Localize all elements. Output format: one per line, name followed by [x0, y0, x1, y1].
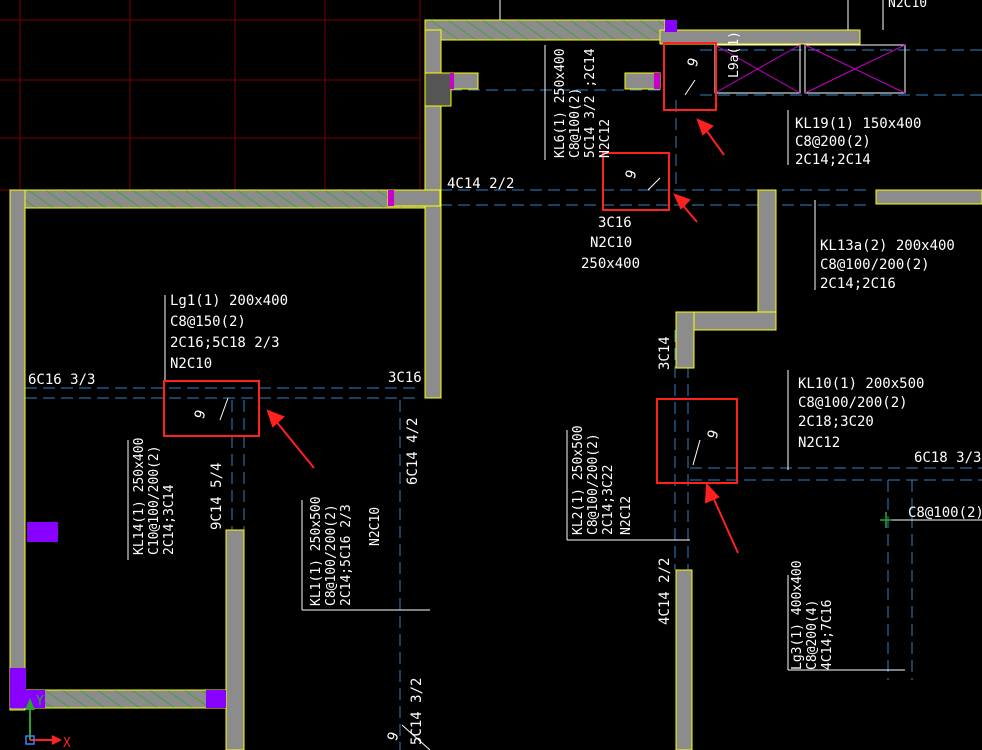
kl6-line-4: N2C12: [598, 119, 613, 158]
lg3-line-2: C8@200(4): [805, 600, 820, 670]
kl2-line-3: 2C14;3C22: [601, 465, 616, 535]
kl10-annotation: KL10(1) 200x500 C8@100/200(2) 2C18;3C20 …: [798, 376, 924, 451]
kl10-line-1: KL10(1) 200x500: [798, 376, 924, 392]
kl19-top-right-label: N2C10: [888, 0, 927, 11]
lg1-line-1: Lg1(1) 200x400: [170, 293, 288, 309]
beam-5c14-label: 5C14 3/2: [409, 678, 425, 745]
kl13a-line-1: KL13a(2) 200x400: [820, 238, 955, 254]
lg1-line-2: C8@150(2): [170, 314, 246, 330]
kl19-annotation: KL19(1) 150x400 C8@200(2) 2C14;2C14: [795, 116, 921, 168]
beam-3c16-mid-label: 3C16: [388, 370, 422, 386]
kl10-line-2: C8@100/200(2): [798, 395, 908, 411]
kl6-line-2: C8@100(2): [568, 88, 583, 158]
annotation-boxes: [163, 42, 738, 484]
kl13a-line-2: C8@100/200(2): [820, 257, 930, 273]
annotation-arrows: [266, 118, 739, 554]
beam-4c14-lower-label: 4C14 2/2: [657, 558, 673, 625]
beam-9c14-label: 9C14 5/4: [209, 463, 225, 530]
beam-6c16-label: 6C16 3/3: [28, 372, 95, 388]
kl1-annotation: KL1(1) 250x500 C8@100/200(2) 2C14;5C16 2…: [309, 496, 383, 606]
kl13a-annotation: KL13a(2) 200x400 C8@100/200(2) 2C14;2C16: [820, 238, 955, 292]
lg1-annotation: Lg1(1) 200x400 C8@150(2) 2C16;5C18 2/3 N…: [170, 293, 288, 372]
beam-mid-labels: 3C16 N2C10 250x400: [581, 215, 640, 272]
kl1-line-3: 2C14;5C16 2/3: [339, 504, 354, 606]
opening-x-marks: [714, 44, 906, 94]
kl2-line-4: N2C12: [619, 496, 634, 535]
kl1-line-2: C8@100/200(2): [324, 504, 339, 606]
kl14-annotation: KL14(1) 250x400 C10@100/200(2) 2C14;3C14: [132, 438, 177, 555]
beam-6c14-label: 6C14 4/2: [405, 418, 421, 485]
beam-250x400-label: 250x400: [581, 256, 640, 272]
annotation-box-top-right: [663, 42, 717, 111]
kl1-line-1: KL1(1) 250x500: [309, 496, 324, 606]
kl14-line-3: 2C14;3C14: [162, 484, 177, 555]
kl1-line-4: N2C10: [368, 507, 383, 546]
axis-y-label: Y: [36, 694, 44, 709]
lg3-line-1: Lg3(1) 400x400: [790, 560, 805, 670]
annotation-box-right: [656, 398, 738, 484]
kl2-line-2: C8@100/200(2): [586, 433, 601, 535]
lg1-line-4: N2C10: [170, 356, 212, 372]
kl2-line-1: KL2(1) 250x500: [571, 425, 586, 535]
lg3-line-3: 4C14;7C16: [820, 600, 835, 670]
kl14-line-1: KL14(1) 250x400: [132, 438, 147, 555]
gray-walls: [9, 29, 982, 750]
annotation-box-left: [163, 380, 260, 437]
kl6-annotation: KL6(1) 250x400 C8@100(2) 5C14 3/2 ;2C14 …: [553, 48, 613, 158]
lg1-line-3: 2C16;5C18 2/3: [170, 335, 280, 351]
kl10-line-3: 2C18;3C20: [798, 414, 874, 430]
beam-n2c10-label: N2C10: [590, 235, 632, 251]
kl19-line-2: C8@200(2): [795, 134, 871, 150]
lg3-annotation: Lg3(1) 400x400 C8@200(4) 4C14;7C16: [790, 560, 835, 670]
beam-3c16-top-label: 3C16: [598, 215, 632, 231]
kl19-line-3: 2C14;2C14: [795, 152, 871, 168]
kl19-line-1: KL19(1) 150x400: [795, 116, 921, 132]
annotation-box-top-mid: [602, 152, 670, 211]
beam-3c14-label: 3C14: [657, 336, 673, 370]
ucs-axis-icon: X Y: [25, 694, 71, 750]
kl6-line-3: 5C14 3/2 ;2C14: [583, 48, 598, 158]
kl2-annotation: KL2(1) 250x500 C8@100/200(2) 2C14;3C22 N…: [571, 425, 634, 535]
kl13a-line-3: 2C14;2C16: [820, 276, 896, 292]
beam-4c14-label: 4C14 2/2: [447, 176, 514, 192]
beam-6c18-label: 6C18 3/3: [914, 450, 981, 466]
kl6-line-1: KL6(1) 250x400: [553, 48, 568, 158]
magenta-blocks: [10, 20, 677, 708]
kl19-vertical-label: L9a(1): [727, 31, 742, 78]
c8-100-label: C8@100(2): [908, 505, 982, 521]
leader-lines: [127, 0, 982, 750]
green-marker: [880, 512, 892, 528]
kl10-line-4: N2C12: [798, 435, 840, 451]
kl14-line-2: C10@100/200(2): [147, 445, 162, 555]
axis-x-label: X: [63, 736, 71, 750]
column-block: [424, 72, 452, 107]
